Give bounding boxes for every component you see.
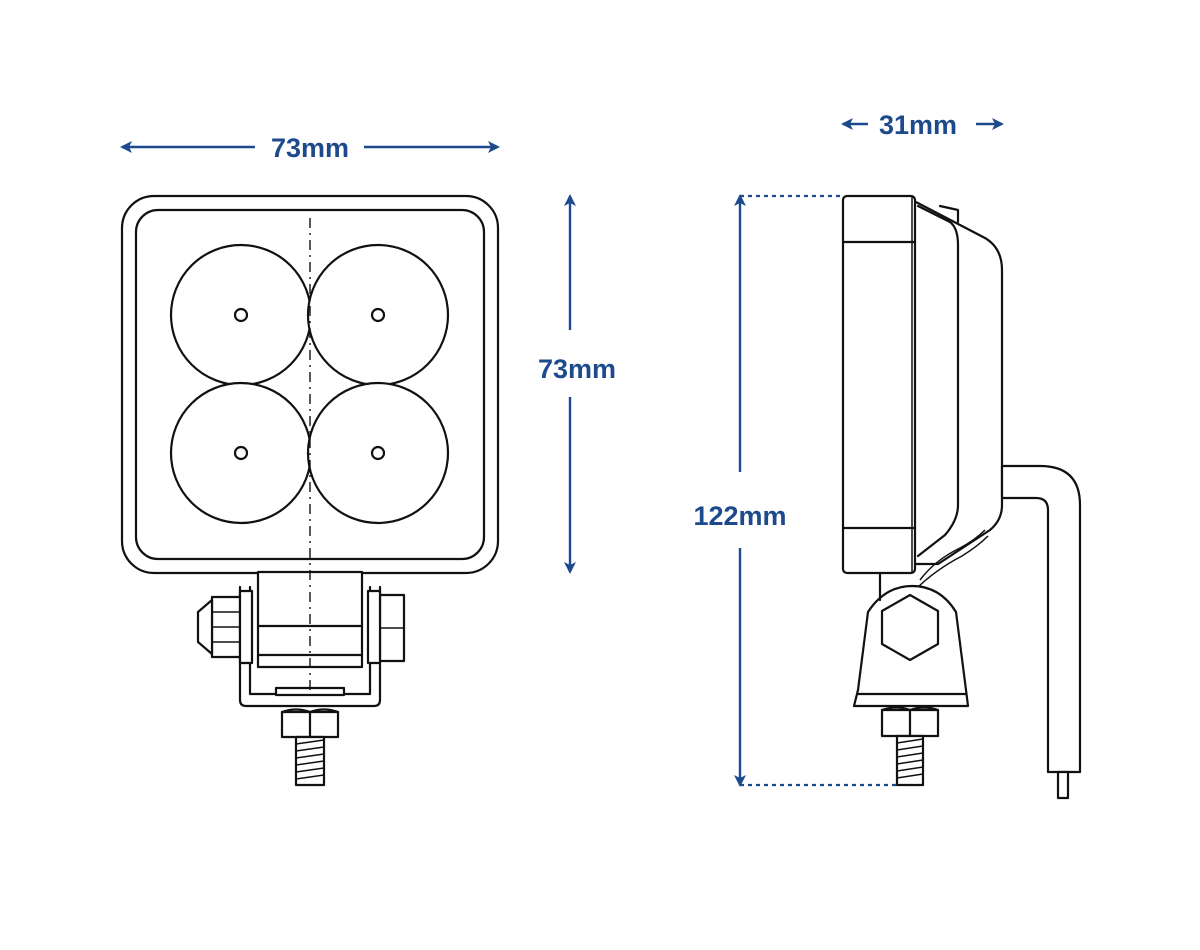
front-width-label: 73mm xyxy=(271,133,349,163)
led-chip-top-right xyxy=(370,307,386,323)
dimension-side-depth: 31mm xyxy=(841,110,1004,140)
front-mount-bracket xyxy=(196,570,406,708)
side-view xyxy=(841,194,1082,800)
side-front-bezel xyxy=(841,194,917,575)
front-housing-outer xyxy=(120,194,500,575)
front-lens-frame xyxy=(134,208,486,561)
overall-height-label: 122mm xyxy=(693,501,786,531)
front-stud-bolt xyxy=(280,708,340,787)
side-depth-label: 31mm xyxy=(879,110,957,140)
front-height-label: 73mm xyxy=(538,354,616,384)
front-view xyxy=(120,194,500,787)
led-chip-bottom-right xyxy=(370,445,386,461)
side-cable xyxy=(1000,464,1082,774)
led-chip-bottom-left xyxy=(233,445,249,461)
led-chip-top-left xyxy=(233,307,249,323)
side-hex-bolt xyxy=(880,593,940,662)
side-stud-bolt xyxy=(880,706,940,787)
dimension-front-width: 73mm xyxy=(120,133,500,163)
dimension-overall-height: 122mm xyxy=(693,194,897,787)
led-reflectors xyxy=(169,243,450,525)
dimension-front-height: 73mm xyxy=(538,194,616,574)
